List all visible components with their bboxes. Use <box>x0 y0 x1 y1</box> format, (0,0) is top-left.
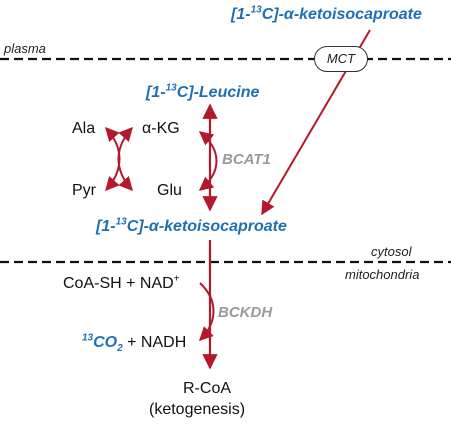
plasma-kic-isotope: 13 <box>250 4 262 16</box>
kic-isotope: 13 <box>115 216 127 228</box>
leucine-suffix: C]-Leucine <box>176 84 260 101</box>
leucine-label: [1-13C]-Leucine <box>146 82 260 101</box>
bckdh-enzyme-label: BCKDH <box>218 304 273 321</box>
nadh-text: + NADH <box>127 334 187 351</box>
pyruvate-label: Pyr <box>72 182 96 199</box>
alpha-ketoglutarate-label: α-KG <box>142 120 180 137</box>
co2-subscript: 2 <box>117 343 123 355</box>
bckdh-cosubstrate-curve <box>199 282 215 341</box>
leucine-prefix: [1- <box>146 84 166 101</box>
ketoisocaproate-label: [1-13C]-α-ketoisocaproate <box>96 216 287 235</box>
co2-nadh-label: 13CO2 + NADH <box>82 332 187 355</box>
kic-suffix: C]-α-ketoisocaproate <box>126 218 287 235</box>
labeled-co2: 13CO2 <box>82 332 123 355</box>
bcat1-enzyme-label: BCAT1 <box>222 151 271 168</box>
plasma-ketoisocaproate-label: [1-13C]-α-ketoisocaproate <box>231 4 422 23</box>
leucine-isotope: 13 <box>165 82 177 94</box>
akg-glu-curve <box>117 126 133 192</box>
nad-charge: + <box>173 273 180 285</box>
plasma-label: plasma <box>4 41 46 56</box>
ala-pyr-curve <box>105 126 121 192</box>
r-coa-label: R-CoA <box>183 380 232 397</box>
co2-main: CO <box>93 334 118 351</box>
plasma-kic-suffix: C]-α-ketoisocaproate <box>261 6 422 23</box>
ketogenesis-label: (ketogenesis) <box>149 401 246 418</box>
cytosol-label: cytosol <box>371 244 412 259</box>
coa-sh-nad-label: CoA-SH + NAD+ <box>63 273 180 292</box>
glutamate-label: Glu <box>157 182 182 199</box>
alanine-label: Ala <box>72 120 96 137</box>
kic-prefix: [1- <box>96 218 116 235</box>
mitochondria-label: mitochondria <box>345 267 420 282</box>
coa-sh-nad-text: CoA-SH + NAD <box>63 275 174 292</box>
co2-isotope: 13 <box>82 332 94 344</box>
bcat1-cosubstrate-curve <box>198 131 218 191</box>
plasma-kic-prefix: [1- <box>231 6 251 23</box>
mct-transporter: MCT <box>314 46 368 72</box>
